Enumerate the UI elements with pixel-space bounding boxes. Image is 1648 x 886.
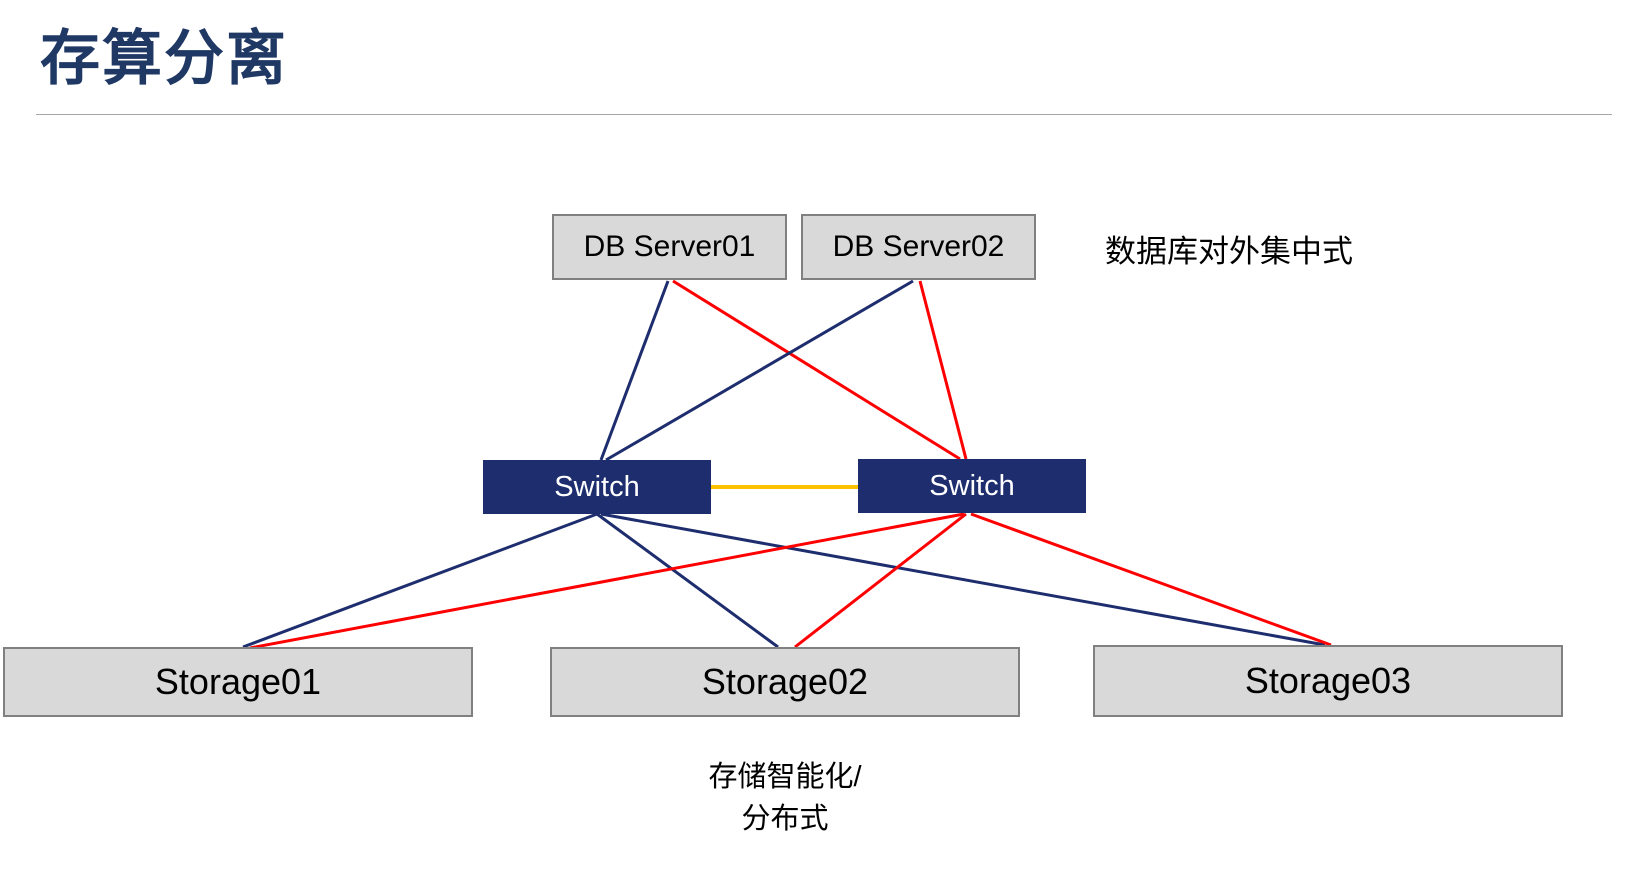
connection-switch-1-to-storage-03 (600, 512, 1326, 647)
connection-db-server-01-to-switch-2 (672, 279, 961, 461)
storage-annotation-line2: 分布式 (741, 803, 829, 836)
connection-db-server-01-to-switch-1 (599, 280, 670, 461)
storage-01-label: Storage01 (154, 661, 322, 702)
connection-switch-2-to-storage-03 (970, 512, 1332, 647)
switch-1-node: Switch (483, 460, 711, 514)
connection-switch-1-to-storage-02 (596, 512, 779, 649)
connection-switch-2-to-storage-01 (249, 512, 965, 650)
switch-2-label: Switch (929, 469, 1015, 502)
db-server-01-node: DB Server01 (552, 214, 787, 280)
db-server-02-label: DB Server02 (832, 230, 1005, 263)
storage-02-label: Storage02 (701, 661, 869, 702)
switch-2-node: Switch (858, 459, 1086, 513)
title-underline (36, 114, 1612, 115)
storage-02-node: Storage02 (550, 647, 1020, 717)
connection-db-server-02-to-switch-1 (605, 279, 914, 462)
storage-01-node: Storage01 (3, 647, 473, 717)
storage-annotation-line1: 存储智能化/ (708, 761, 862, 793)
storage-distributed-annotation: 存储智能化/ 分布式 (585, 756, 985, 840)
storage-03-node: Storage03 (1093, 645, 1563, 717)
slide-title: 存算分离 (40, 25, 288, 92)
switch-1-label: Switch (554, 470, 640, 503)
storage-03-label: Storage03 (1244, 660, 1412, 701)
db-centralized-annotation: 数据库对外集中式 (1105, 234, 1353, 269)
connection-switch-1-to-storage-01 (242, 512, 598, 649)
db-server-02-node: DB Server02 (801, 214, 1036, 280)
db-server-01-label: DB Server01 (583, 230, 756, 263)
connection-db-server-02-to-switch-2 (918, 280, 968, 460)
connection-switch-2-to-storage-02 (794, 512, 967, 649)
